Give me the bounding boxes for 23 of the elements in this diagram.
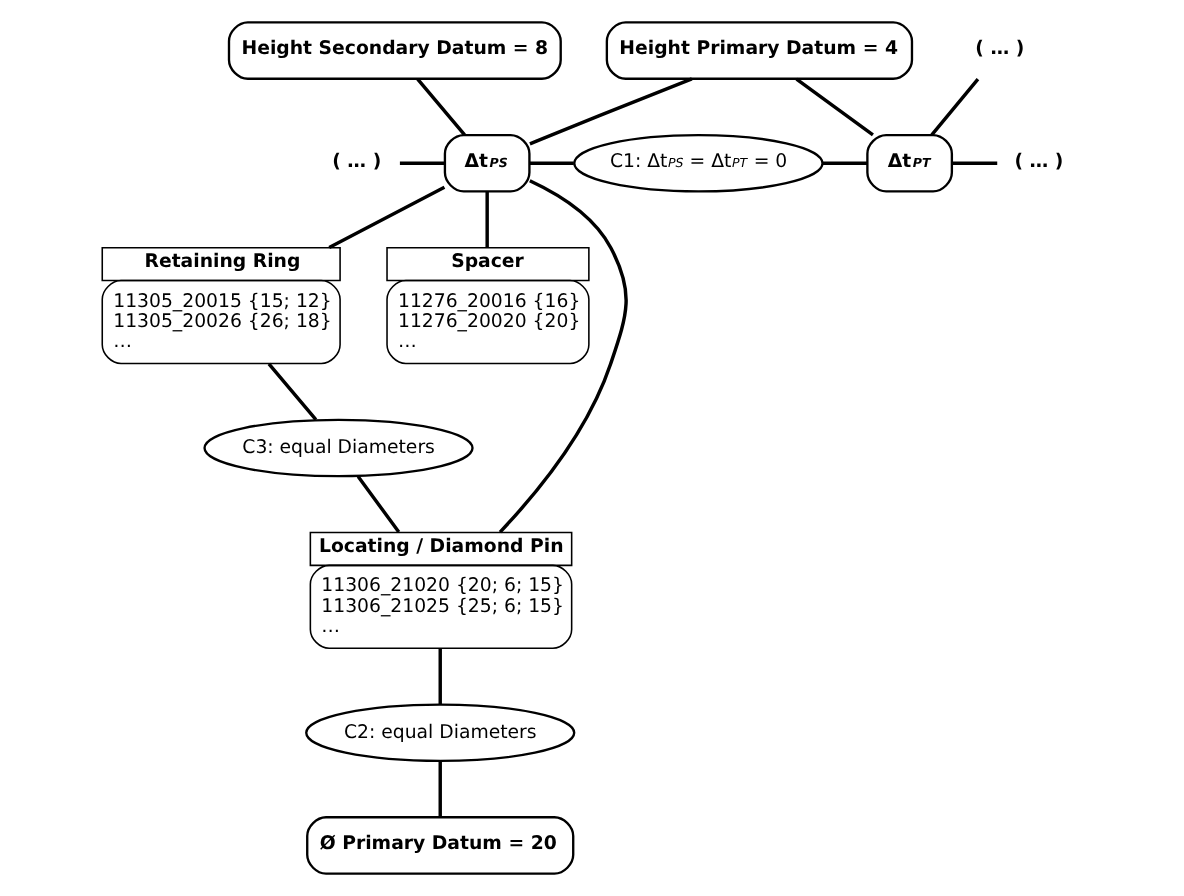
node-text: ( … )	[332, 150, 382, 173]
connector	[438, 648, 442, 705]
node-box: Ø Primary Datum = 20	[306, 816, 575, 875]
connector	[399, 161, 445, 165]
node-text: ( … )	[1014, 150, 1064, 173]
connector	[416, 78, 466, 136]
connector	[952, 161, 998, 165]
connector	[356, 475, 401, 534]
node-box: Height Secondary Datum = 8	[227, 21, 562, 80]
connector	[328, 185, 446, 249]
connector	[795, 77, 874, 137]
node-box: Height Primary Datum = 4	[605, 21, 914, 80]
connector	[930, 78, 980, 136]
connector	[498, 179, 628, 534]
node-ellipse: C2: equal Diameters	[305, 703, 576, 763]
connector	[823, 161, 867, 165]
node-ellipse: C3: equal Diameters	[203, 418, 474, 478]
node-text: ( … )	[975, 37, 1025, 60]
connector	[438, 761, 442, 818]
connector	[529, 77, 693, 146]
connector	[485, 191, 489, 248]
connector	[267, 362, 318, 421]
connector	[529, 161, 574, 165]
